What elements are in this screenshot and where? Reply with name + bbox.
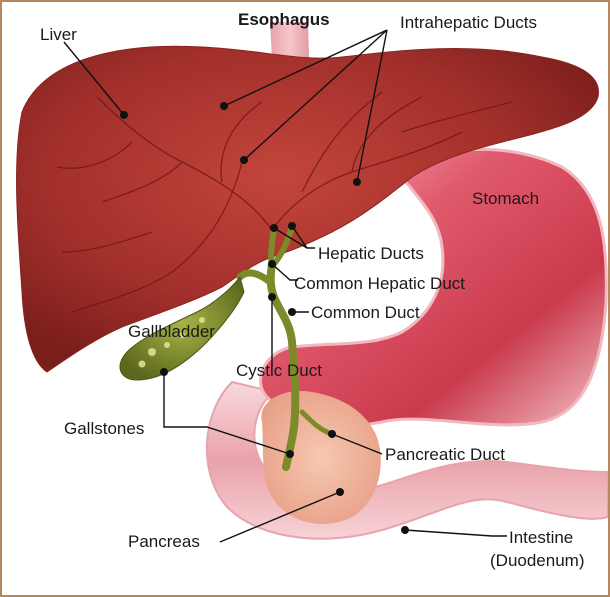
label-gallstones: Gallstones	[64, 419, 144, 438]
label-pancreas: Pancreas	[128, 532, 200, 551]
label-stomach: Stomach	[472, 189, 539, 208]
label-gallbladder: Gallbladder	[128, 322, 215, 341]
label-liver: Liver	[40, 25, 77, 44]
label-pancreatic-duct: Pancreatic Duct	[385, 445, 505, 464]
label-common-duct: Common Duct	[311, 303, 420, 322]
label-cystic-duct: Cystic Duct	[236, 361, 322, 380]
label-common-hepatic-duct: Common Hepatic Duct	[294, 274, 465, 293]
label-duodenum: (Duodenum)	[490, 551, 585, 570]
label-esophagus: Esophagus	[238, 10, 330, 29]
label-hepatic-ducts: Hepatic Ducts	[318, 244, 424, 263]
label-intrahepatic-ducts: Intrahepatic Ducts	[400, 13, 537, 32]
label-intestine: Intestine	[509, 528, 573, 547]
